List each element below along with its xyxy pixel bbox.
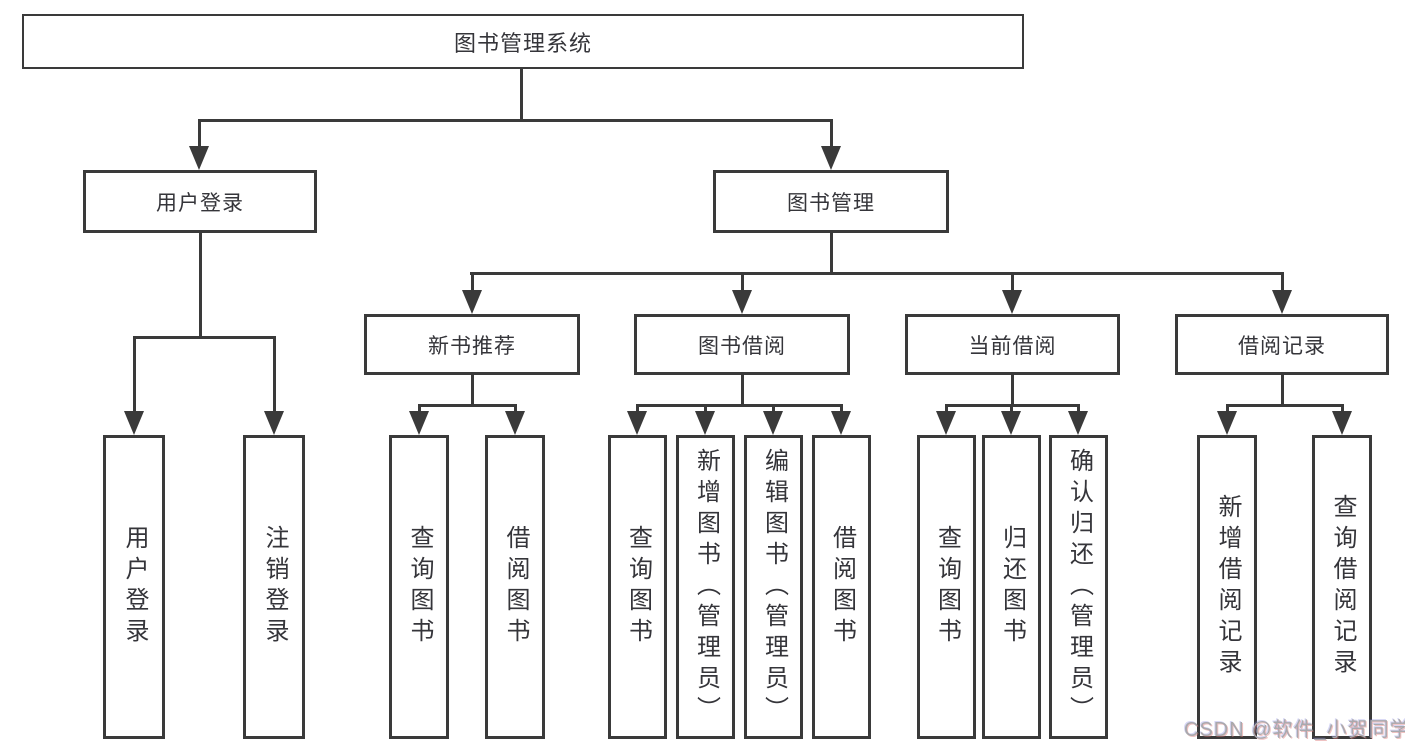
connector-line xyxy=(1226,404,1344,407)
connector-line xyxy=(133,336,136,415)
arrowhead-icon xyxy=(1001,411,1021,435)
arrowhead-icon xyxy=(821,146,841,170)
node-book-management: 图书管理 xyxy=(713,170,949,233)
connector-line xyxy=(741,272,744,292)
leaf-return-book: 归还图书 xyxy=(982,435,1041,739)
node-label: 借阅记录 xyxy=(1238,334,1326,358)
leaf-label: 查询图书 xyxy=(624,525,652,649)
leaf-edit-book-admin: 编辑图书（管理员） xyxy=(744,435,803,739)
connector-line xyxy=(198,119,201,148)
connector-line xyxy=(636,404,639,414)
leaf-query-borrow-record: 查询借阅记录 xyxy=(1312,435,1372,739)
connector-line xyxy=(198,119,833,122)
leaf-add-borrow-record: 新增借阅记录 xyxy=(1197,435,1257,739)
leaf-label: 归还图书 xyxy=(998,525,1026,649)
arrowhead-icon xyxy=(763,411,783,435)
connector-line xyxy=(1011,375,1014,405)
connector-line xyxy=(199,233,202,337)
node-book-borrow: 图书借阅 xyxy=(634,314,850,375)
arrowhead-icon xyxy=(505,411,525,435)
node-label: 图书借阅 xyxy=(698,334,786,358)
connector-line xyxy=(636,404,843,407)
arrowhead-icon xyxy=(936,411,956,435)
arrowhead-icon xyxy=(409,411,429,435)
leaf-label: 用户登录 xyxy=(121,525,148,649)
arrowhead-icon xyxy=(124,411,144,435)
arrowhead-icon xyxy=(1002,290,1022,314)
connector-line xyxy=(470,272,1284,275)
arrowhead-icon xyxy=(264,411,284,435)
arrowhead-icon xyxy=(732,290,752,314)
connector-line xyxy=(1281,272,1284,292)
arrowhead-icon xyxy=(462,290,482,314)
connector-line xyxy=(471,272,474,292)
node-label: 图书管理 xyxy=(787,191,875,215)
watermark: CSDN @软件_小贺同学 xyxy=(1184,719,1405,741)
connector-line xyxy=(1077,404,1080,414)
connector-line xyxy=(1010,404,1013,414)
leaf-label: 查询图书 xyxy=(406,525,433,649)
leaf-label: 注销登录 xyxy=(261,525,288,649)
node-label: 用户登录 xyxy=(156,191,244,215)
leaf-query-books-recommend: 查询图书 xyxy=(389,435,449,739)
arrowhead-icon xyxy=(695,411,715,435)
leaf-label: 借阅图书 xyxy=(828,525,856,649)
connector-line xyxy=(840,404,843,414)
node-current-borrow: 当前借阅 xyxy=(905,314,1120,375)
connector-line xyxy=(945,404,948,414)
node-new-book-recommend: 新书推荐 xyxy=(364,314,580,375)
leaf-label: 借阅图书 xyxy=(502,525,529,649)
leaf-borrow-books-recommend: 借阅图书 xyxy=(485,435,545,739)
leaf-label: 编辑图书（管理员） xyxy=(760,447,788,727)
leaf-label: 新增借阅记录 xyxy=(1214,494,1241,680)
leaf-user-login: 用户登录 xyxy=(103,435,165,739)
node-user-login: 用户登录 xyxy=(83,170,317,233)
arrowhead-icon xyxy=(189,146,209,170)
connector-line xyxy=(133,336,276,339)
leaf-query-books-current: 查询图书 xyxy=(917,435,976,739)
connector-line xyxy=(418,404,517,407)
connector-line xyxy=(520,69,523,120)
leaf-label: 确认归还（管理员） xyxy=(1065,447,1093,727)
leaf-borrow-books: 借阅图书 xyxy=(812,435,871,739)
connector-line xyxy=(471,375,474,405)
arrowhead-icon xyxy=(1332,411,1352,435)
leaf-logout: 注销登录 xyxy=(243,435,305,739)
connector-line xyxy=(273,336,276,415)
connector-line xyxy=(830,119,833,148)
leaf-label: 新增图书（管理员） xyxy=(692,447,720,727)
leaf-add-book-admin: 新增图书（管理员） xyxy=(676,435,735,739)
node-root: 图书管理系统 xyxy=(22,14,1024,69)
connector-line xyxy=(1226,404,1229,414)
leaf-label: 查询图书 xyxy=(933,525,961,649)
leaf-query-books-borrow: 查询图书 xyxy=(608,435,667,739)
leaf-label: 查询借阅记录 xyxy=(1329,494,1356,680)
connector-line xyxy=(741,375,744,405)
node-borrow-records: 借阅记录 xyxy=(1175,314,1389,375)
node-root-label: 图书管理系统 xyxy=(453,30,592,56)
connector-line xyxy=(1011,272,1014,292)
connector-line xyxy=(1281,375,1284,405)
node-label: 新书推荐 xyxy=(428,334,516,358)
arrowhead-icon xyxy=(831,411,851,435)
connector-line xyxy=(514,404,517,414)
connector-line xyxy=(418,404,421,414)
node-label: 当前借阅 xyxy=(968,334,1057,358)
connector-line xyxy=(772,404,775,414)
connector-line xyxy=(830,233,833,273)
arrowhead-icon xyxy=(1217,411,1237,435)
arrowhead-icon xyxy=(1272,290,1292,314)
connector-line xyxy=(704,404,707,414)
arrowhead-icon xyxy=(1068,411,1088,435)
leaf-confirm-return-admin: 确认归还（管理员） xyxy=(1049,435,1108,739)
connector-line xyxy=(1341,404,1344,414)
arrowhead-icon xyxy=(627,411,647,435)
